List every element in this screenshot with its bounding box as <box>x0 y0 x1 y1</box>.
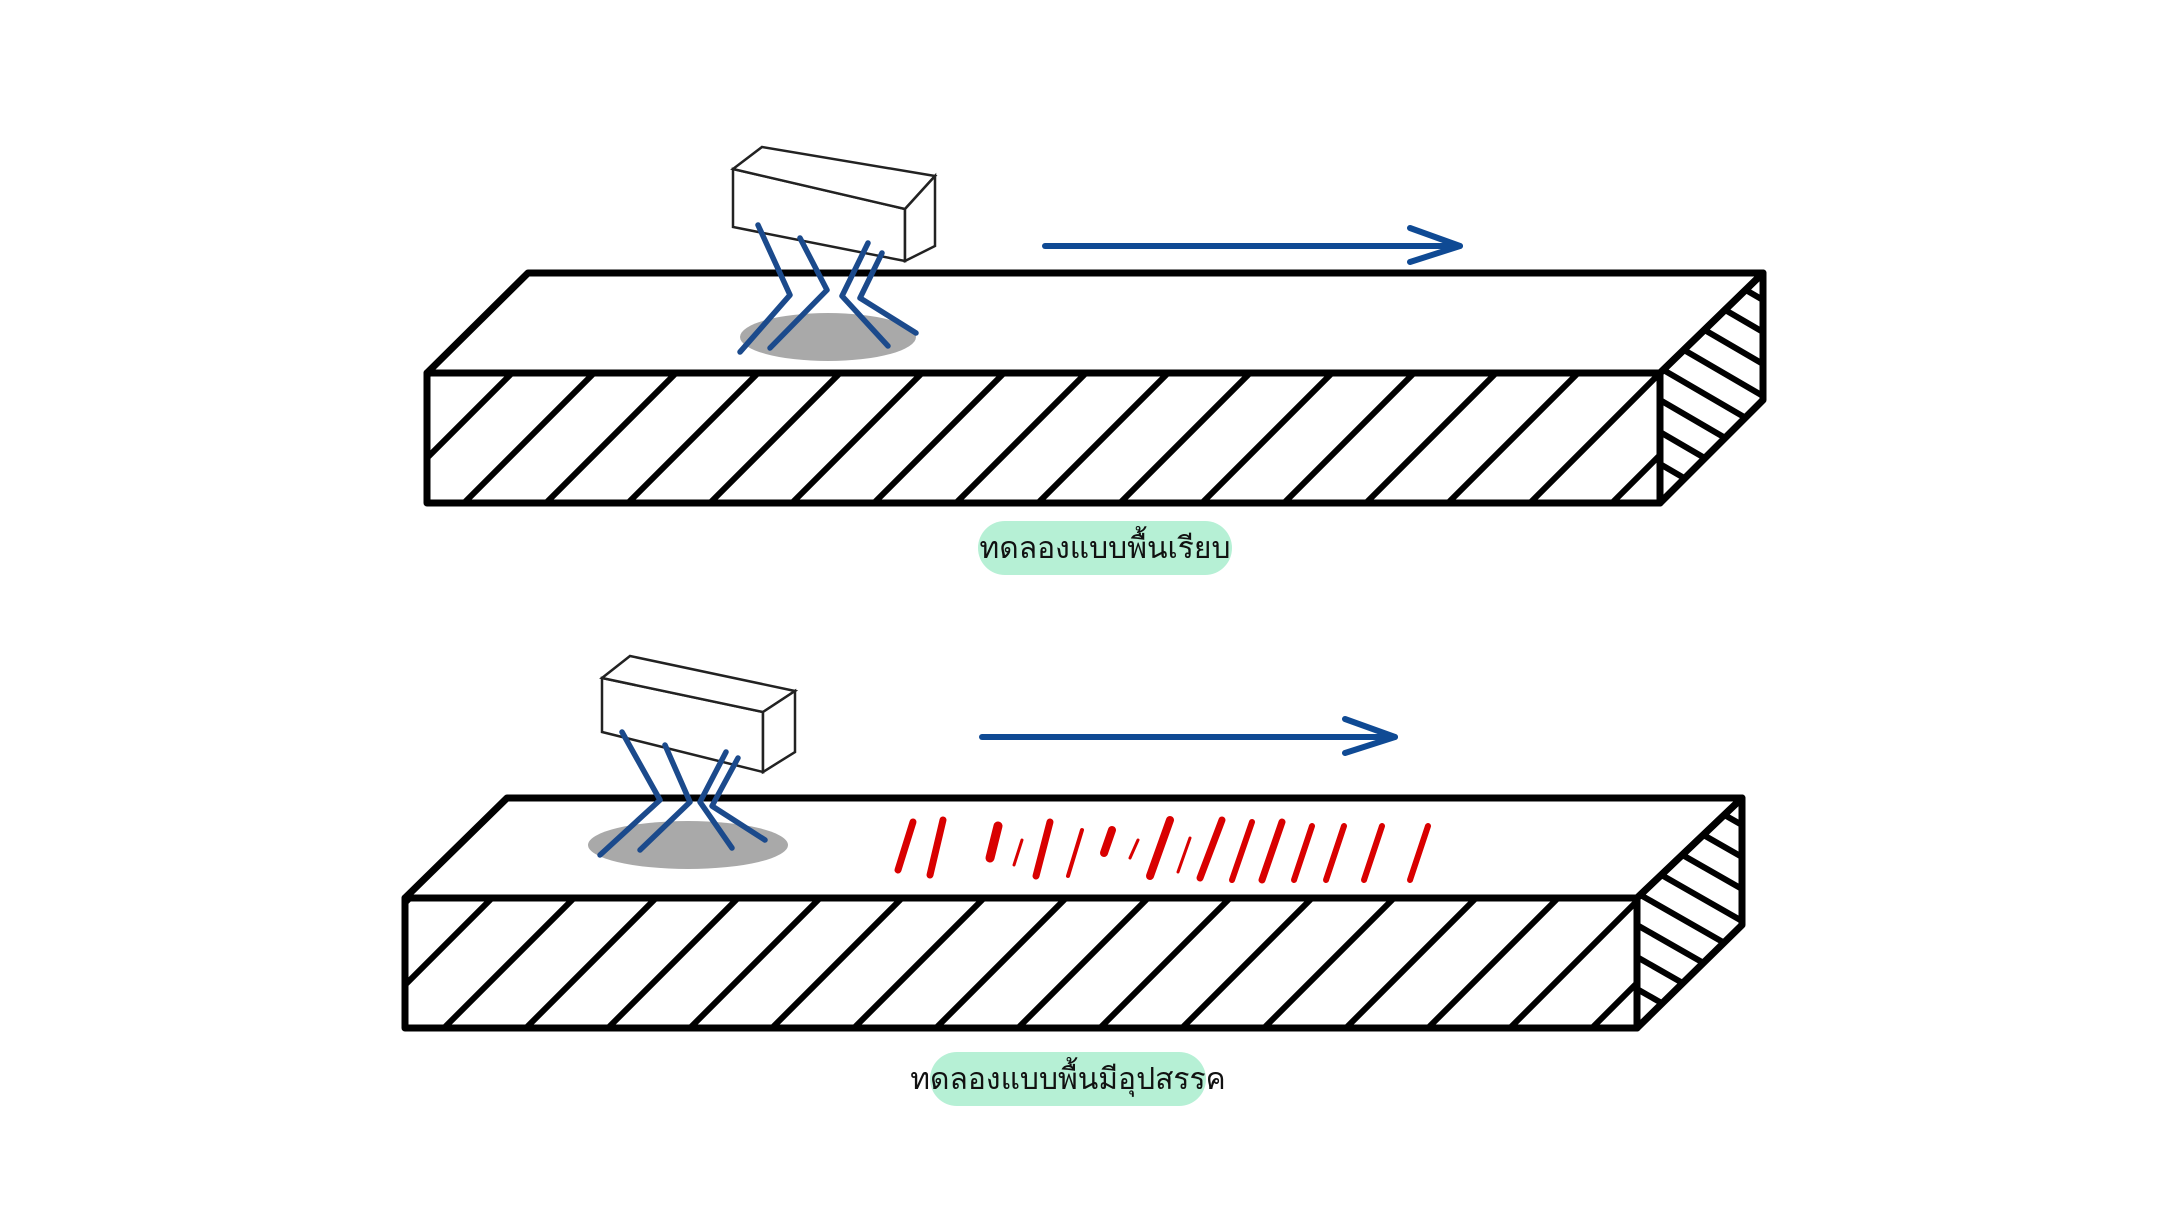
hatch-line <box>789 373 925 503</box>
hatch-line <box>1179 898 1315 1028</box>
hatch-line <box>769 898 905 1028</box>
caption-obstacle-surface: ทดลองแบบพื้นมีอุปสรรค <box>910 1052 1226 1106</box>
hatch-line <box>1637 986 1742 1028</box>
hatch-line <box>1776 373 1906 503</box>
obstacle-marks <box>894 816 1431 884</box>
hatch-line <box>427 373 515 503</box>
hatch-line <box>625 373 761 503</box>
hatch-line <box>405 898 495 1028</box>
hatch-line <box>1015 898 1151 1028</box>
hatch-line <box>871 373 1007 503</box>
robot-legs <box>597 729 768 858</box>
platform-top-face <box>423 269 1767 377</box>
right-arrow-icon <box>1042 225 1463 265</box>
hatch-line <box>1261 898 1397 1028</box>
platform-side-face <box>1633 794 1746 1032</box>
hatch-line <box>1281 373 1417 503</box>
hatch-line <box>1637 1018 1742 1028</box>
hatch-line <box>1343 898 1479 1028</box>
robot-shadow <box>588 821 788 869</box>
robot-body-side <box>903 172 937 264</box>
platform-front-hatching <box>427 373 1906 503</box>
hatch-line <box>543 373 679 503</box>
hatch-line <box>1035 373 1171 503</box>
platform-front-hatching <box>405 898 1886 1028</box>
hatch-line <box>851 898 987 1028</box>
caption-flat-surface: ทดลองแบบพื้นเรียบ <box>978 521 1232 575</box>
hatch-line <box>441 898 577 1028</box>
hatch-line <box>1527 373 1660 503</box>
hatch-line <box>1660 493 1763 503</box>
right-arrow-icon <box>979 716 1398 756</box>
hatch-line <box>405 898 413 1028</box>
hatch-line <box>1609 373 1660 503</box>
hatch-line <box>1507 898 1637 1028</box>
hatch-line <box>1425 898 1561 1028</box>
hatch-line <box>1756 898 1886 1028</box>
scene-obstacle-surface <box>401 654 1886 1032</box>
hatch-line <box>933 898 1069 1028</box>
hatch-line <box>687 898 823 1028</box>
hatch-line <box>707 373 843 503</box>
scene-flat-surface <box>423 145 1906 507</box>
hatch-line <box>605 898 741 1028</box>
hatch-line <box>953 373 1089 503</box>
hatch-line <box>1199 373 1335 503</box>
robot-body-side <box>761 688 797 775</box>
hatch-line <box>523 898 659 1028</box>
platform-side-face <box>1656 269 1767 507</box>
hatch-line <box>1363 373 1499 503</box>
robot <box>597 654 799 858</box>
hatch-line <box>1097 898 1233 1028</box>
hatch-line <box>1445 373 1581 503</box>
hatch-line <box>1117 373 1253 503</box>
hatch-line <box>427 373 433 503</box>
hatch-line <box>461 373 597 503</box>
hatch-line <box>1589 898 1637 1028</box>
hatch-line <box>1660 461 1763 503</box>
robot-legs <box>737 222 919 355</box>
robot <box>730 145 938 355</box>
